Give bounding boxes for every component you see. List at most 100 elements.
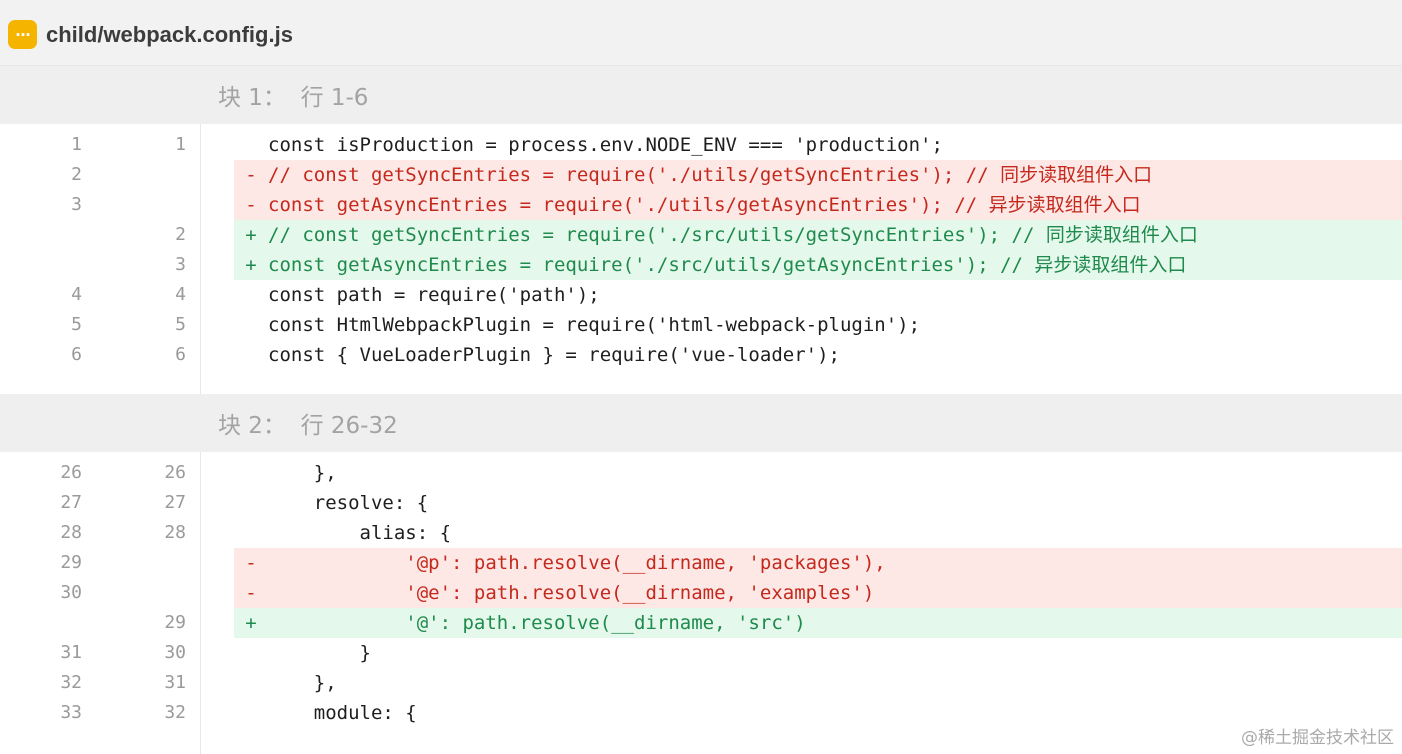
code-line: }, [234,458,1402,488]
file-menu-icon[interactable]: … [8,20,37,49]
new-line-number: 26 [164,462,186,483]
new-line-number: 6 [175,344,186,365]
deleted-code-line: - '@p': path.resolve(__dirname, 'package… [234,548,1402,578]
old-line-number: 6 [71,344,82,365]
code-text: '@p': path.resolve(__dirname, 'packages'… [268,552,886,574]
new-line-number: 29 [164,612,186,633]
diff-sign: + [245,254,257,276]
code-line: } [234,638,1402,668]
old-line-number: 30 [60,582,82,603]
code-line: }, [234,668,1402,698]
deleted-code-line: - '@e': path.resolve(__dirname, 'example… [234,578,1402,608]
diff-row: 32 31 }, [0,668,1402,698]
hunk-label: 块 2： 行 26-32 [218,413,398,439]
diff-row: 2 + // const getSyncEntries = require('./s… [0,220,1402,250]
added-code-line: + const getAsyncEntries = require('./src/… [234,250,1402,280]
new-line-number: 27 [164,492,186,513]
code-text: alias: { [268,522,452,544]
new-line-number: 28 [164,522,186,543]
code-line: const HtmlWebpackPlugin = require('html-… [234,310,1402,340]
new-line-number: 30 [164,642,186,663]
old-line-number: 1 [71,134,82,155]
hunk-header-2: 块 2： 行 26-32 [0,394,1402,452]
old-line-number [42,250,82,280]
code-text: // const getSyncEntries = require('./src… [268,224,1198,246]
old-line-number: 5 [71,314,82,335]
code-line: const isProduction = process.env.NODE_EN… [234,130,1402,160]
added-code-line: + '@': path.resolve(__dirname, 'src') [234,608,1402,638]
code-line: resolve: { [234,488,1402,518]
old-line-number: 28 [60,522,82,543]
code-line: const path = require('path'); [234,280,1402,310]
code-text: } [268,642,371,664]
new-line-number: 1 [175,134,186,155]
old-line-number: 3 [71,194,82,215]
code-text: const getAsyncEntries = require('./utils… [268,194,1141,216]
old-line-number [42,608,82,638]
old-line-number: 4 [71,284,82,305]
code-text: const path = require('path'); [268,284,600,306]
new-line-number [146,160,186,190]
new-line-number [146,190,186,220]
diff-row: 26 26 }, [0,458,1402,488]
diff-row: 2 -// const getSyncEntries = require('./u… [0,160,1402,190]
code-text: // const getSyncEntries = require('./uti… [268,164,1153,186]
diff-row: 6 6 const { VueLoaderPlugin } = require('v… [0,340,1402,370]
diff-row: 29 - '@p': path.resolve(__dirname, 'packa… [0,548,1402,578]
diff-row: 31 30 } [0,638,1402,668]
new-line-number: 32 [164,702,186,723]
diff-sign: + [245,224,257,246]
diff-row: 28 28 alias: { [0,518,1402,548]
code-text: '@': path.resolve(__dirname, 'src') [268,612,806,634]
file-header: … child/webpack.config.js [0,0,1402,66]
diff-row: 29 + '@': path.resolve(__dirname, 'src') [0,608,1402,638]
code-text: module: { [268,702,417,724]
diff-row: 3 -const getAsyncEntries = require('./uti… [0,190,1402,220]
code-text: const HtmlWebpackPlugin = require('html-… [268,314,921,336]
code-text: }, [268,462,337,484]
code-line: module: { [234,698,1402,728]
diff-sign: + [245,612,257,634]
code-text: }, [268,672,337,694]
file-title: child/webpack.config.js [46,22,293,47]
old-line-number: 31 [60,642,82,663]
code-text: resolve: { [268,492,429,514]
diff-row: 4 4 const path = require('path'); [0,280,1402,310]
diff-row: 1 1 const isProduction = process.env.NODE_… [0,130,1402,160]
diff-row: 30 - '@e': path.resolve(__dirname, 'examp… [0,578,1402,608]
diff-sign: - [245,552,257,574]
deleted-code-line: -const getAsyncEntries = require('./util… [234,190,1402,220]
hunk-label: 块 1： 行 1-6 [218,85,369,111]
new-line-number: 5 [175,314,186,335]
old-line-number: 33 [60,702,82,723]
old-line-number: 29 [60,552,82,573]
deleted-code-line: -// const getSyncEntries = require('./ut… [234,160,1402,190]
old-line-number: 32 [60,672,82,693]
diff-sign: - [245,164,257,186]
new-line-number: 3 [175,254,186,275]
old-line-number [42,220,82,250]
diff-row: 33 32 module: { [0,698,1402,728]
diff-row: 27 27 resolve: { [0,488,1402,518]
new-line-number [146,578,186,608]
diff-sign: - [245,194,257,216]
diff-row: 5 5 const HtmlWebpackPlugin = require('htm… [0,310,1402,340]
code-line: const { VueLoaderPlugin } = require('vue… [234,340,1402,370]
old-line-number: 2 [71,164,82,185]
new-line-number: 31 [164,672,186,693]
new-line-number [146,548,186,578]
hunk-header-1: 块 1： 行 1-6 [0,66,1402,124]
old-line-number: 27 [60,492,82,513]
diff-sign: - [245,582,257,604]
added-code-line: + // const getSyncEntries = require('./sr… [234,220,1402,250]
code-text: const getAsyncEntries = require('./src/u… [268,254,1187,276]
old-line-number: 26 [60,462,82,483]
diff-row: 3 + const getAsyncEntries = require('./src… [0,250,1402,280]
code-line: alias: { [234,518,1402,548]
watermark: @稀土掘金技术社区 [1241,728,1394,748]
code-text: const isProduction = process.env.NODE_EN… [268,134,943,156]
new-line-number: 4 [175,284,186,305]
new-line-number: 2 [175,224,186,245]
code-text: '@e': path.resolve(__dirname, 'examples'… [268,582,875,604]
code-text: const { VueLoaderPlugin } = require('vue… [268,344,840,366]
